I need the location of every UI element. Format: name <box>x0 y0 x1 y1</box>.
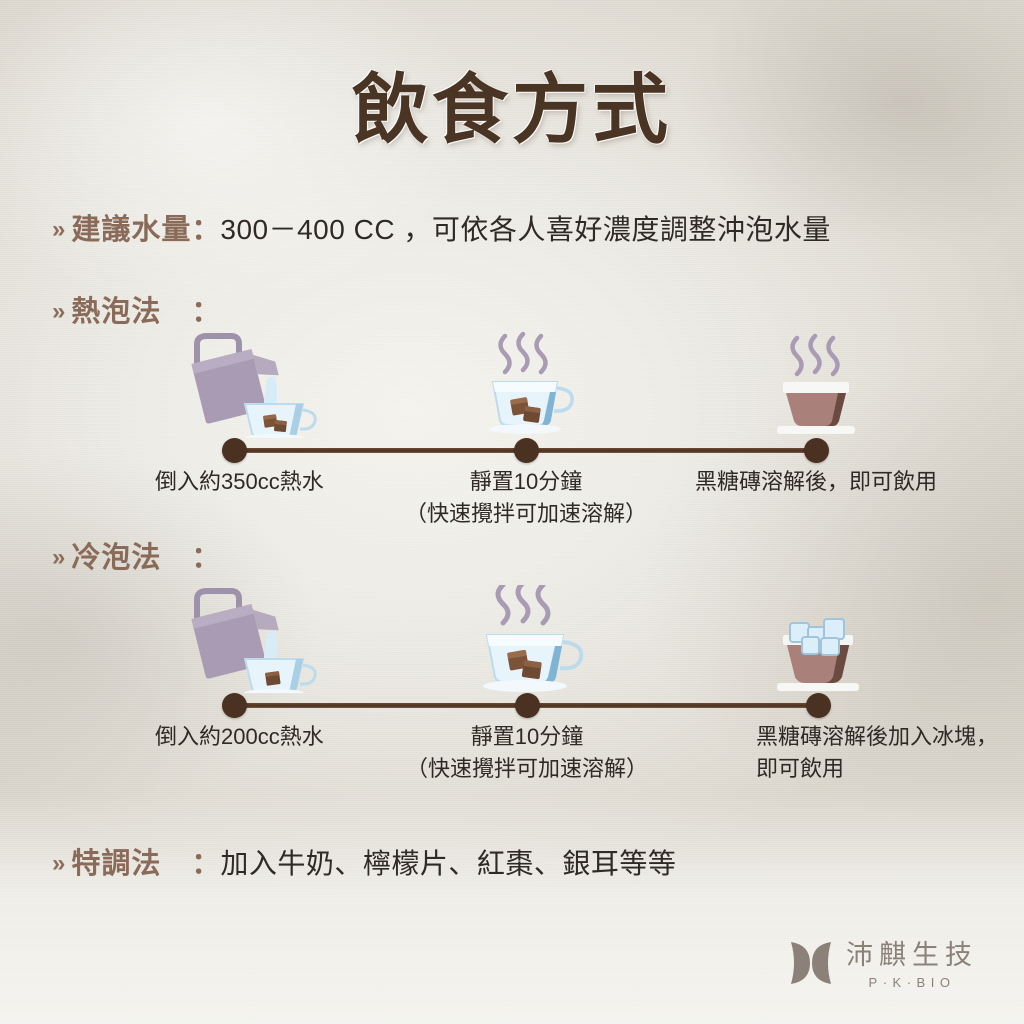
timeline-dot-step-1 <box>222 438 247 463</box>
steaming-cup-with-sugar-cubes-icon <box>460 585 594 693</box>
brand-logo: 沛麒生技 P·K·BIO <box>788 939 978 992</box>
page-title: 飲食方式 <box>352 68 672 153</box>
steaming-brown-drink-cup-icon <box>756 330 876 438</box>
value-suggested-water: 300－400 CC ，可依各人喜好濃度調整沖泡水量 <box>220 214 831 245</box>
timeline-caption-step-3: 黑糖磚溶解後加入冰塊， 即可飲用 <box>756 721 998 785</box>
timeline-caption-step-2: 靜置10分鐘 （快速攪拌可加速溶解） <box>405 466 647 530</box>
caption-line-1: 靜置10分鐘 <box>469 469 583 494</box>
timeline-dot-step-3 <box>806 693 831 718</box>
chevron-marker-icon: » <box>52 216 66 243</box>
timeline-dot-step-2 <box>514 438 539 463</box>
timeline-dot-step-3 <box>804 438 829 463</box>
timeline-dot-step-1 <box>222 693 247 718</box>
kettle-pouring-into-cup-icon <box>170 585 340 693</box>
iced-brown-drink-bowl-icon <box>758 585 878 693</box>
timeline-caption-step-1: 倒入約350cc熱水 <box>155 466 324 498</box>
chevron-marker-icon: » <box>52 850 66 877</box>
brand-name-en: P·K·BIO <box>868 974 956 990</box>
caption-line-2: （快速攪拌可加速溶解） <box>404 500 648 526</box>
colon-cold-brew: ： <box>191 542 221 574</box>
row-special-blend: » 特調法 ： 加入牛奶、檸檬片、紅棗、銀耳等等 <box>52 840 676 882</box>
timeline-caption-step-3: 黑糖磚溶解後，即可飲用 <box>695 466 937 498</box>
value-special-blend: 加入牛奶、檸檬片、紅棗、銀耳等等 <box>220 848 677 879</box>
caption-line-1: 黑糖磚溶解後，即可飲用 <box>694 469 938 494</box>
caption-line-1: 倒入約350cc熱水 <box>155 469 324 494</box>
steaming-cup-with-sugar-cubes-icon <box>466 330 586 438</box>
caption-line-1: 靜置10分鐘 <box>470 724 584 749</box>
chevron-marker-icon: » <box>52 544 66 571</box>
colon-special-blend: ： <box>191 848 221 880</box>
kettle-pouring-into-cup-icon <box>170 330 340 438</box>
chevron-marker-icon: » <box>52 298 66 325</box>
row-suggested-water: » 建議水量 ： 300－400 CC ，可依各人喜好濃度調整沖泡水量 <box>52 206 831 248</box>
caption-line-1: 倒入約200cc熱水 <box>155 724 324 749</box>
label-suggested-water: 建議水量 <box>71 214 192 246</box>
brand-name-cn: 沛麒生技 <box>846 940 978 971</box>
background-bottom-fade <box>0 794 1024 1024</box>
timeline-caption-step-1: 倒入約200cc熱水 <box>155 721 324 753</box>
row-hot-brew-heading: » 熱泡法 ： <box>52 288 220 330</box>
caption-line-1: 黑糖磚溶解後加入冰塊， <box>756 724 999 749</box>
butterfly-leaf-mark-icon <box>788 939 834 992</box>
timeline-caption-step-2: 靜置10分鐘 （快速攪拌可加速溶解） <box>406 721 648 785</box>
label-cold-brew: 冷泡法 <box>71 542 162 574</box>
timeline-dot-step-2 <box>515 693 540 718</box>
label-hot-brew: 熱泡法 <box>71 296 162 328</box>
colon-hot-brew: ： <box>191 296 221 328</box>
brand-logo-text: 沛麒生技 P·K·BIO <box>846 940 978 990</box>
colon-suggested-water: ： <box>191 214 221 246</box>
caption-line-2: （快速攪拌可加速溶解） <box>405 755 649 781</box>
label-special-blend: 特調法 <box>71 848 162 880</box>
caption-line-2: 即可飲用 <box>756 755 845 781</box>
row-cold-brew-heading: » 冷泡法 ： <box>52 534 220 576</box>
